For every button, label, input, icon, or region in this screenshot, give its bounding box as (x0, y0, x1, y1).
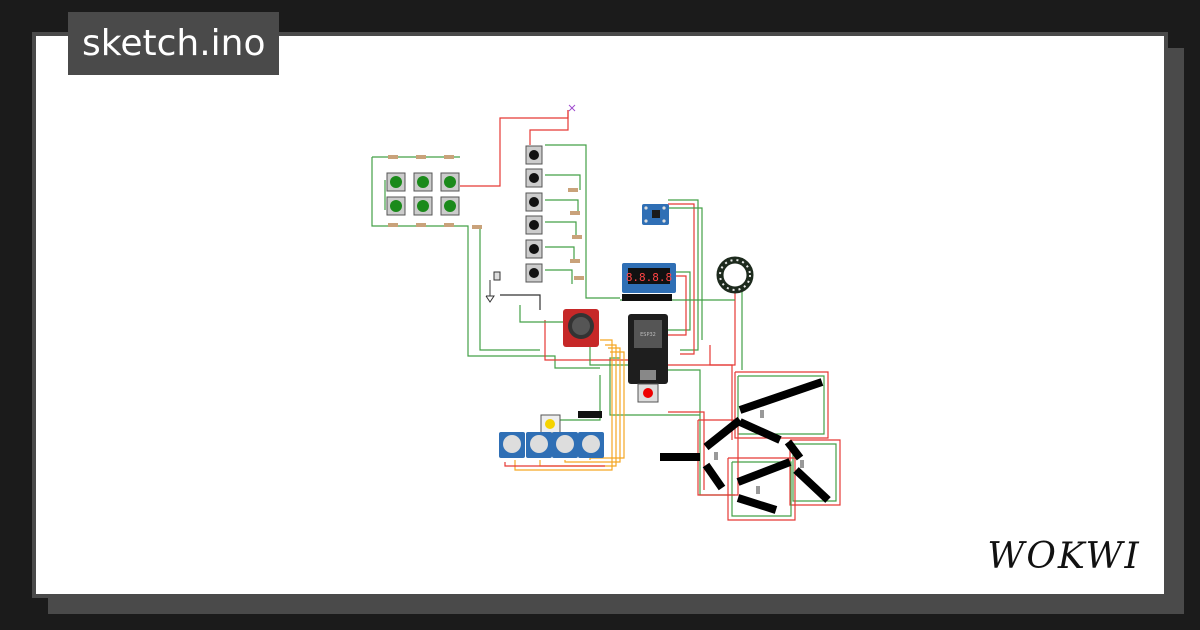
wire (545, 221, 577, 238)
button-matrix (386, 155, 482, 229)
matrix-button (413, 172, 433, 192)
resistor (416, 155, 426, 159)
column-button (525, 168, 543, 188)
wire (539, 344, 617, 467)
led-bar (736, 494, 778, 514)
led-bar (736, 458, 792, 486)
wire (564, 347, 621, 463)
wire (519, 305, 565, 323)
wire (500, 294, 541, 310)
potentiometer (499, 432, 525, 458)
wire (479, 228, 540, 351)
led-bar (703, 416, 743, 451)
led-bar (738, 418, 782, 444)
resistor (444, 155, 454, 159)
column-button (525, 215, 543, 235)
wire (529, 110, 569, 145)
diodes (714, 410, 804, 494)
ground-symbol (485, 271, 501, 303)
potentiometer (578, 432, 604, 458)
project-frame (32, 32, 1168, 598)
resistor (574, 276, 584, 280)
resistor (572, 235, 582, 239)
top-connector (568, 104, 576, 112)
yellow-button (540, 414, 561, 434)
matrix-button (386, 196, 406, 216)
led-bar (784, 439, 804, 461)
wire (727, 457, 796, 521)
resistor (416, 223, 426, 227)
resistor (444, 223, 454, 227)
wire (545, 174, 581, 190)
wire (697, 419, 739, 496)
header-pins (578, 411, 602, 418)
button-column (525, 145, 584, 283)
red-button (637, 383, 659, 403)
resistor (568, 188, 578, 192)
potentiometer (526, 432, 552, 458)
esp32-board: ESP32 (628, 314, 668, 384)
resistor (472, 225, 482, 229)
resistor (570, 259, 580, 263)
circuit-diagram: 8.8.8.8 ESP32 (371, 104, 841, 521)
wire (545, 144, 620, 299)
wire (734, 371, 829, 439)
wire (545, 199, 579, 212)
resistor (388, 155, 398, 159)
wire (668, 203, 695, 355)
column-button (525, 192, 543, 212)
sensor-module (642, 204, 669, 225)
wire (668, 271, 691, 331)
brand-name: WOKWI (987, 536, 1140, 577)
esp32-chip-label: ESP32 (640, 332, 656, 338)
wire (545, 246, 575, 262)
joystick (563, 309, 599, 347)
wire (589, 351, 625, 460)
wire (609, 357, 700, 416)
wire (668, 199, 699, 351)
wire (668, 275, 687, 336)
seven-segment-display: 8.8.8.8 (622, 263, 676, 301)
wire (668, 411, 705, 490)
column-button (525, 263, 543, 283)
display-digits: 8.8.8.8 (626, 271, 672, 284)
wire (589, 345, 628, 366)
wire (544, 320, 628, 361)
wire (737, 375, 825, 435)
wire (371, 157, 600, 369)
wokwi-logo: WOKWI (987, 536, 1140, 577)
led-bar (702, 462, 726, 491)
wire (504, 462, 605, 467)
wires (371, 110, 841, 521)
column-button (525, 239, 543, 259)
wire (514, 339, 613, 471)
wire (792, 443, 837, 502)
wire (709, 292, 736, 366)
matrix-button (440, 196, 460, 216)
led-bars (660, 378, 831, 514)
matrix-button (413, 196, 433, 216)
resistor (388, 223, 398, 227)
led-bar (793, 467, 831, 503)
wire (789, 439, 841, 506)
sketch-title: sketch.ino (68, 12, 280, 75)
wire (731, 461, 792, 517)
wire (560, 375, 601, 421)
wire (668, 364, 733, 440)
resistor (570, 211, 580, 215)
potentiometer (552, 432, 578, 458)
wire (668, 207, 703, 340)
wire (545, 269, 573, 284)
led-bar (738, 378, 824, 414)
neopixel-ring (716, 256, 754, 294)
potentiometer-row (499, 432, 604, 458)
column-button (525, 145, 543, 165)
matrix-button (440, 172, 460, 192)
matrix-button (386, 172, 406, 192)
